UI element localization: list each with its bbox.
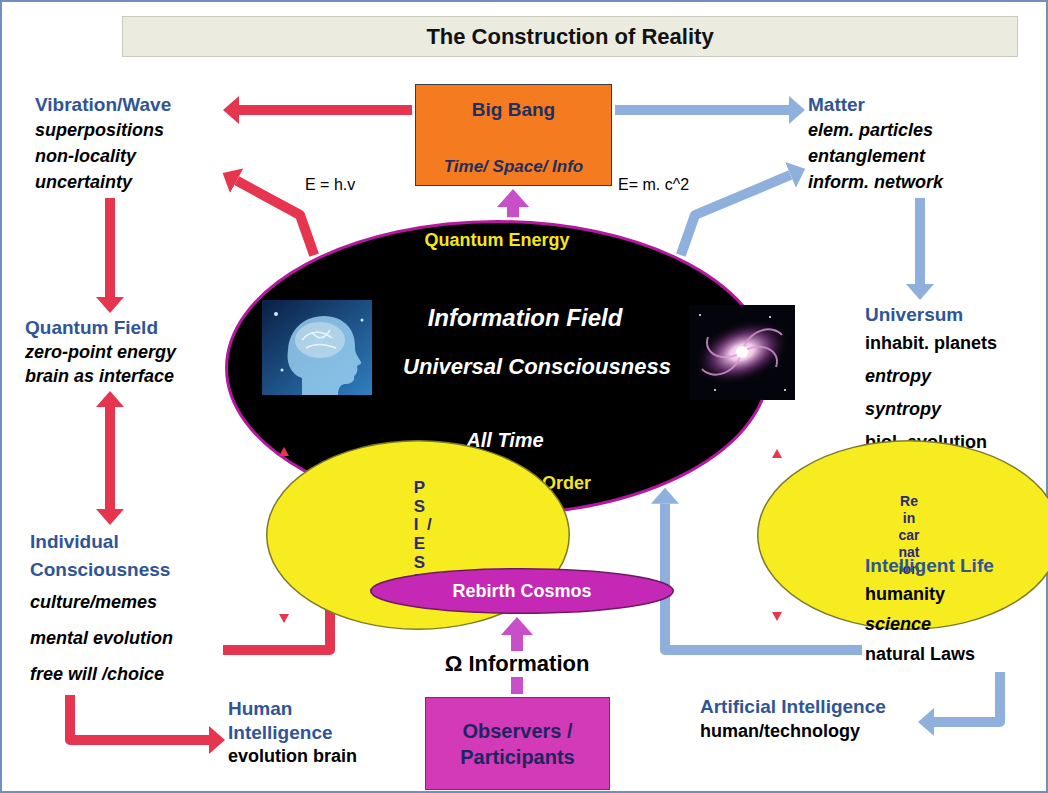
concept-group: Universuminhabit. planetsentropysyntropy… <box>865 303 1035 459</box>
node-text: entanglement <box>808 143 988 169</box>
concept-group: Individual Consciousnessculture/memesmen… <box>30 528 220 692</box>
node-text: elem. particles <box>808 117 988 143</box>
concept-group: Human Intelligenceevolution brain <box>228 697 393 767</box>
flow-arrow <box>239 105 412 115</box>
node-heading: Individual Consciousness <box>30 528 220 584</box>
galaxy-picture <box>685 305 799 400</box>
node-heading: Quantum Field <box>25 316 235 340</box>
concept-group: Artificial Intelligencehuman/technology <box>700 695 915 743</box>
node-text: inhabit. planets <box>865 327 1035 360</box>
ellipse-shape <box>371 569 674 614</box>
node-text: science <box>865 609 1025 639</box>
node-text: zero-point energy <box>25 340 235 364</box>
flow-arrow <box>105 198 115 297</box>
node-text: syntropy <box>865 393 1035 426</box>
concept-group: Matterelem. particlesentanglementinform.… <box>808 93 988 195</box>
node-text: humanity <box>865 579 1025 609</box>
node-heading: Matter <box>808 93 988 117</box>
concept-group: Intelligent Lifehumanitysciencenatural L… <box>865 553 1025 669</box>
flow-arrow <box>681 175 791 255</box>
flow-arrow <box>915 198 925 284</box>
node-heading: Intelligent Life <box>865 553 1025 579</box>
node-text: uncertainty <box>35 169 220 195</box>
formula-label: E = h.v <box>305 176 355 194</box>
node-text: human/technology <box>700 719 915 743</box>
node-text: natural Laws <box>865 639 1025 669</box>
observer-box: Observers / Participants <box>425 697 610 790</box>
node-heading: Big Bang <box>472 99 555 121</box>
flow-arrow <box>70 695 209 740</box>
node-text: Time/ Space/ Info <box>444 157 584 177</box>
ellipse-shape <box>758 441 1048 630</box>
node-text: superpositions <box>35 117 220 143</box>
node-heading: Artificial Intelligence <box>700 695 915 719</box>
concept-group: Vibration/Wavesuperpositionsnon-locality… <box>35 93 220 195</box>
flow-arrow <box>934 672 1000 722</box>
event-box: Big BangTime/ Space/ Info <box>415 84 612 186</box>
node-text: inform. network <box>808 169 988 195</box>
node-text: Observers / Participants <box>432 718 603 770</box>
direction-triangle <box>279 614 289 623</box>
direction-triangle <box>772 449 782 458</box>
node-heading: Human Intelligence <box>228 697 393 745</box>
formula-label: E= m. c^2 <box>618 176 689 194</box>
node-heading: Universum <box>865 303 1035 327</box>
node-text: Information Field <box>428 304 623 332</box>
node-text: free will /choice <box>30 656 220 692</box>
brain-picture <box>262 300 372 395</box>
connector-label: Ω Information <box>440 651 595 677</box>
node-text: Rebirth Cosmos <box>452 581 591 602</box>
diagram-title: The Construction of Reality <box>426 24 713 50</box>
flow-arrow <box>237 181 314 255</box>
direction-triangle <box>772 612 782 621</box>
flow-arrow <box>507 207 519 217</box>
node-text: mental evolution <box>30 620 220 656</box>
node-text: brain as interface <box>25 364 235 388</box>
node-text: entropy <box>865 360 1035 393</box>
flow-arrow <box>105 407 115 509</box>
node-text: non-locality <box>35 143 220 169</box>
node-heading: Vibration/Wave <box>35 93 220 117</box>
connectors <box>70 110 1000 740</box>
title-band: The Construction of Reality <box>122 16 1018 57</box>
rebirth-ellipse: Rebirth Cosmos <box>370 568 674 614</box>
direction-triangle <box>279 447 289 456</box>
node-text: culture/memes <box>30 584 220 620</box>
node-heading: Quantum Energy <box>424 230 569 251</box>
node-text: Universal Consciousness <box>403 354 671 380</box>
concept-group: Quantum Fieldzero-point energybrain as i… <box>25 316 235 388</box>
flow-arrow <box>615 105 789 115</box>
node-text: evolution brain <box>228 745 393 767</box>
